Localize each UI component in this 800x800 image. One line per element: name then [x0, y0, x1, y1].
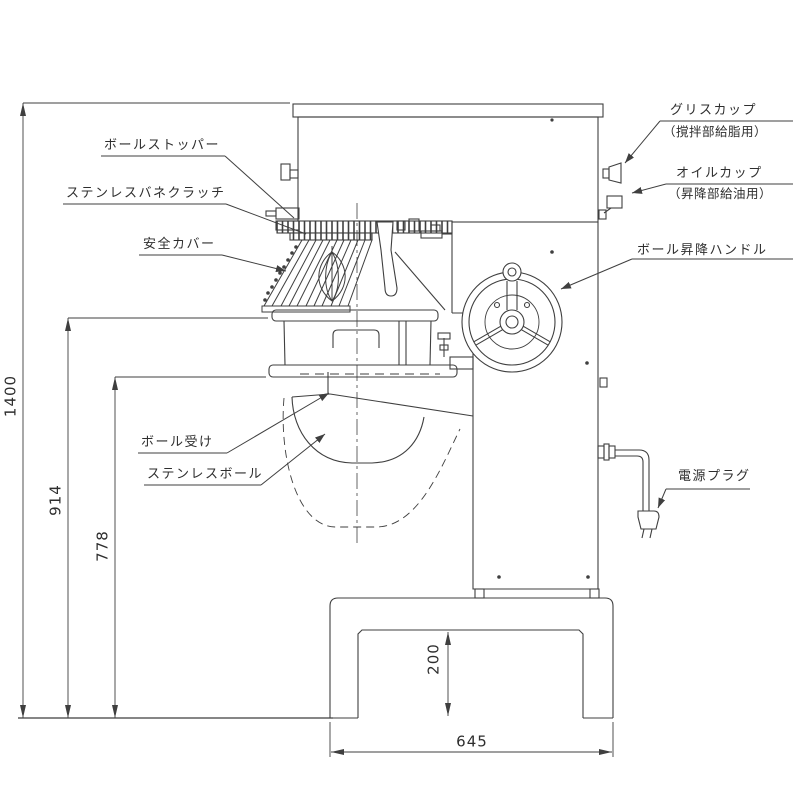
mixer-head — [280, 103, 604, 223]
dim-base-width: 645 — [456, 732, 488, 751]
bowl-handle — [332, 329, 380, 348]
label-leaders — [63, 120, 793, 509]
bowl-lift-handle-part — [461, 262, 563, 373]
label-grease-cup: グリスカップ — [670, 103, 758, 118]
whisk — [318, 246, 346, 302]
oil-cup-part — [598, 195, 623, 220]
dimension-lines — [18, 102, 614, 757]
dim-overall-height: 1400 — [1, 374, 20, 418]
label-grease-cup-note: （撹拌部給脂用） — [663, 124, 768, 139]
bowl-receiver-part — [268, 332, 474, 378]
label-spring-clutch: ステンレスバネクラッチ — [66, 186, 226, 201]
power-plug-part — [597, 443, 660, 539]
label-bowl-lift-handle: ボール昇降ハンドル — [637, 243, 768, 258]
grease-cup-part — [602, 162, 622, 184]
bowl-stopper-part — [265, 207, 300, 231]
dim-bowl-rim-height: 914 — [46, 484, 65, 516]
label-power-plug: 電源プラグ — [678, 469, 751, 484]
label-stainless-bowl: ステンレスボール — [147, 467, 264, 482]
label-oil-cup: オイルカップ — [676, 166, 763, 181]
label-safety-cover: 安全カバー — [143, 237, 216, 252]
label-bowl-stopper: ボールストッパー — [104, 138, 221, 153]
base-stand — [329, 588, 614, 719]
dim-base-clearance: 200 — [424, 643, 443, 675]
label-oil-cup-note: （昇降部給油用） — [668, 186, 773, 201]
safety-cover-part — [261, 239, 373, 313]
lowered-position — [282, 203, 474, 543]
dim-bowl-receiver-height: 778 — [93, 530, 112, 562]
drive-housing — [265, 207, 453, 313]
label-bowl-receiver: ボール受け — [141, 435, 214, 450]
stainless-bowl-part — [271, 309, 439, 366]
